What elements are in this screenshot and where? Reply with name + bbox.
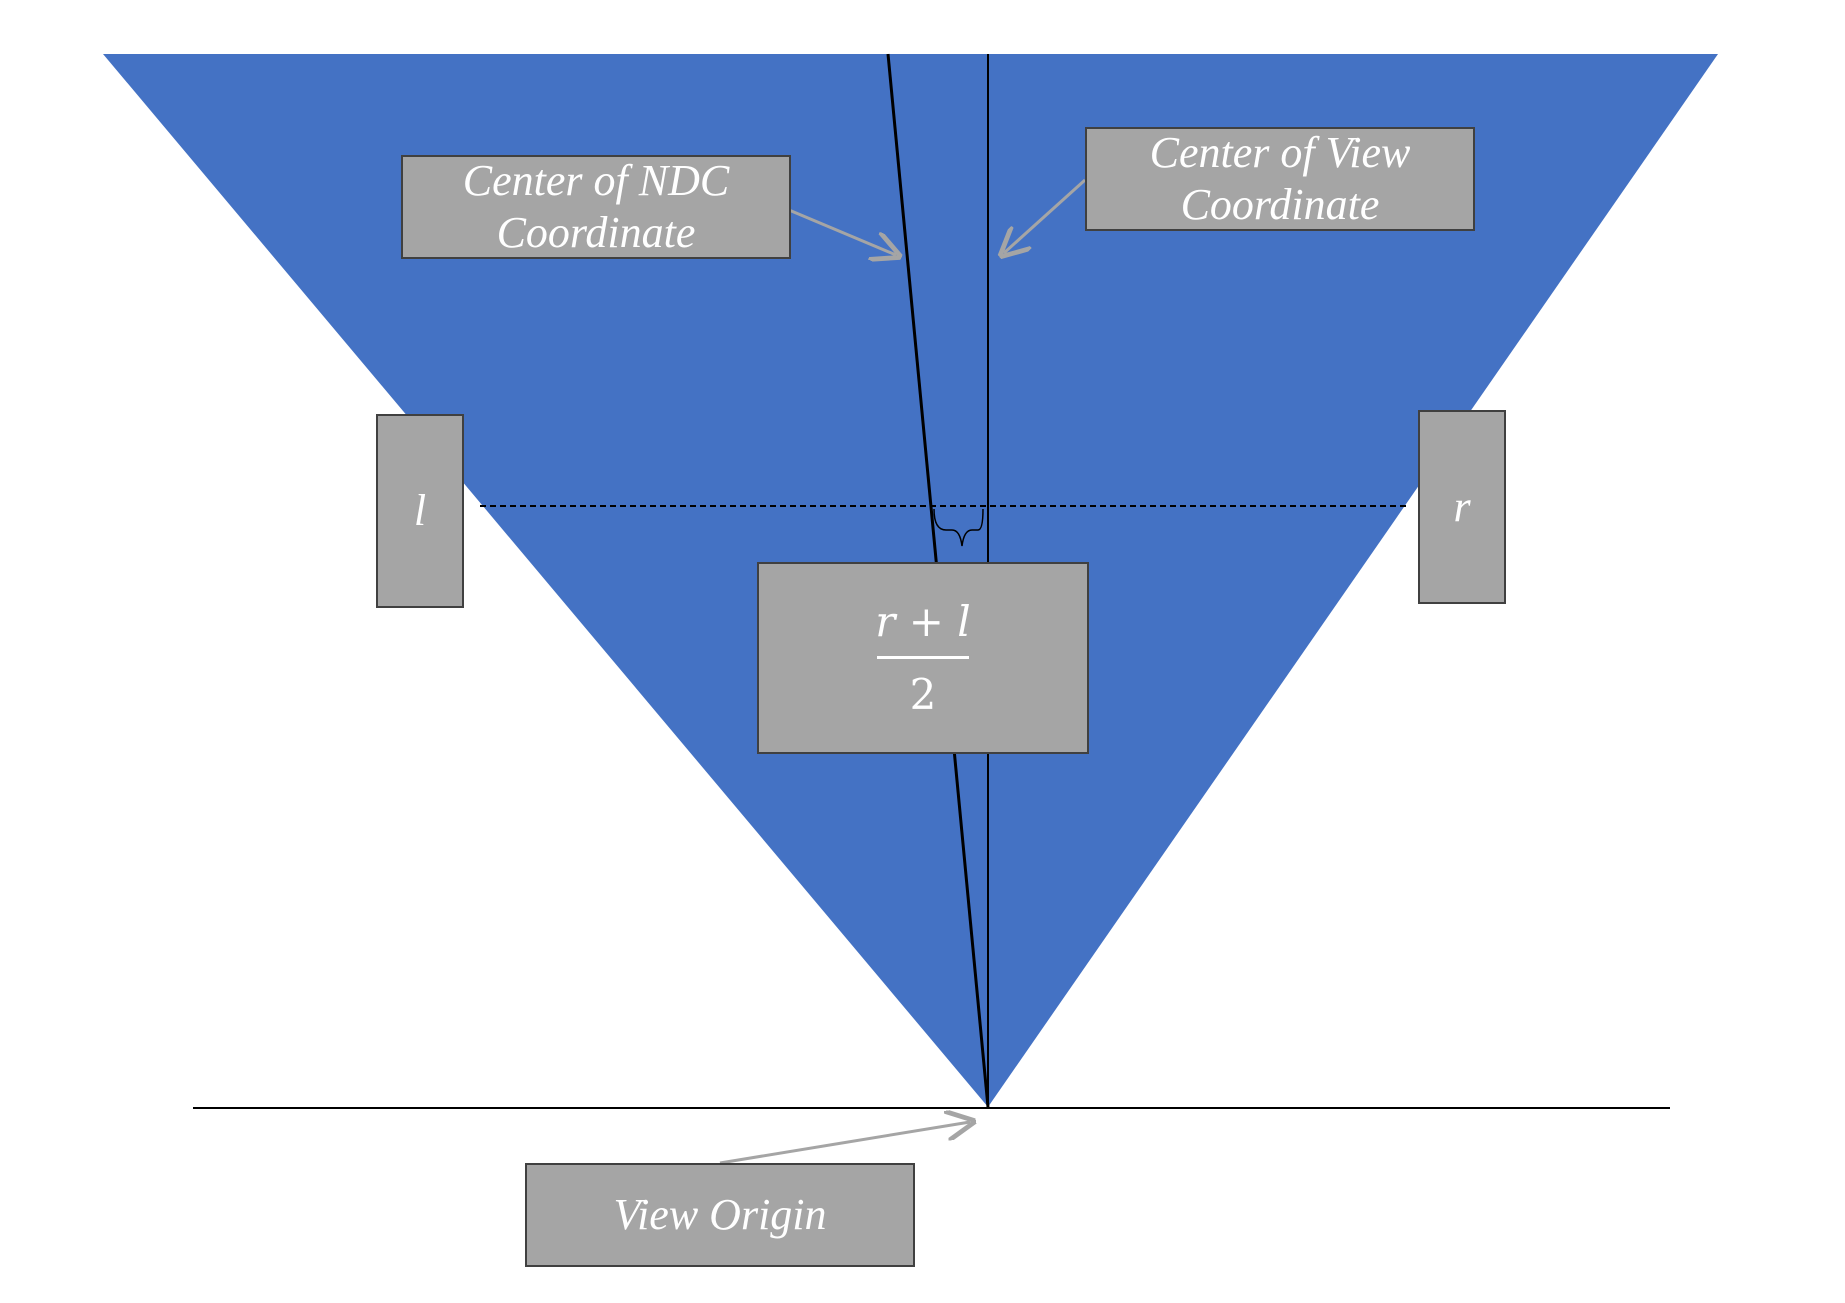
origin-callout-arrow — [719, 1122, 970, 1165]
ndc-center-label-box: Center of NDC Coordinate — [401, 155, 791, 259]
ndc-callout-arrow — [788, 208, 896, 255]
view-center-label-box: Center of View Coordinate — [1085, 127, 1475, 231]
view-callout-arrow — [1004, 178, 1087, 253]
view-origin-label: View Origin — [613, 1190, 827, 1239]
ndc-center-label-line-1: Center of NDC — [462, 156, 730, 205]
right-bound-label: r — [1453, 482, 1471, 531]
left-bound-label-box: l — [376, 414, 464, 608]
offset-formula-fraction-bar — [877, 655, 969, 659]
right-bound-label-box: r — [1418, 410, 1506, 604]
offset-brace — [933, 508, 984, 547]
left-bound-label: l — [413, 486, 427, 535]
ndc-center-label-line-2: Coordinate — [496, 208, 696, 257]
view-origin-label-box: View Origin — [525, 1163, 915, 1267]
view-center-label-line-1: Center of View — [1149, 128, 1411, 177]
offset-formula-numerator: r + l — [875, 596, 971, 646]
view-center-label-line-2: Coordinate — [1180, 180, 1380, 229]
offset-formula-box: r + l 2 — [757, 562, 1089, 754]
offset-formula-denominator: 2 — [909, 669, 937, 719]
